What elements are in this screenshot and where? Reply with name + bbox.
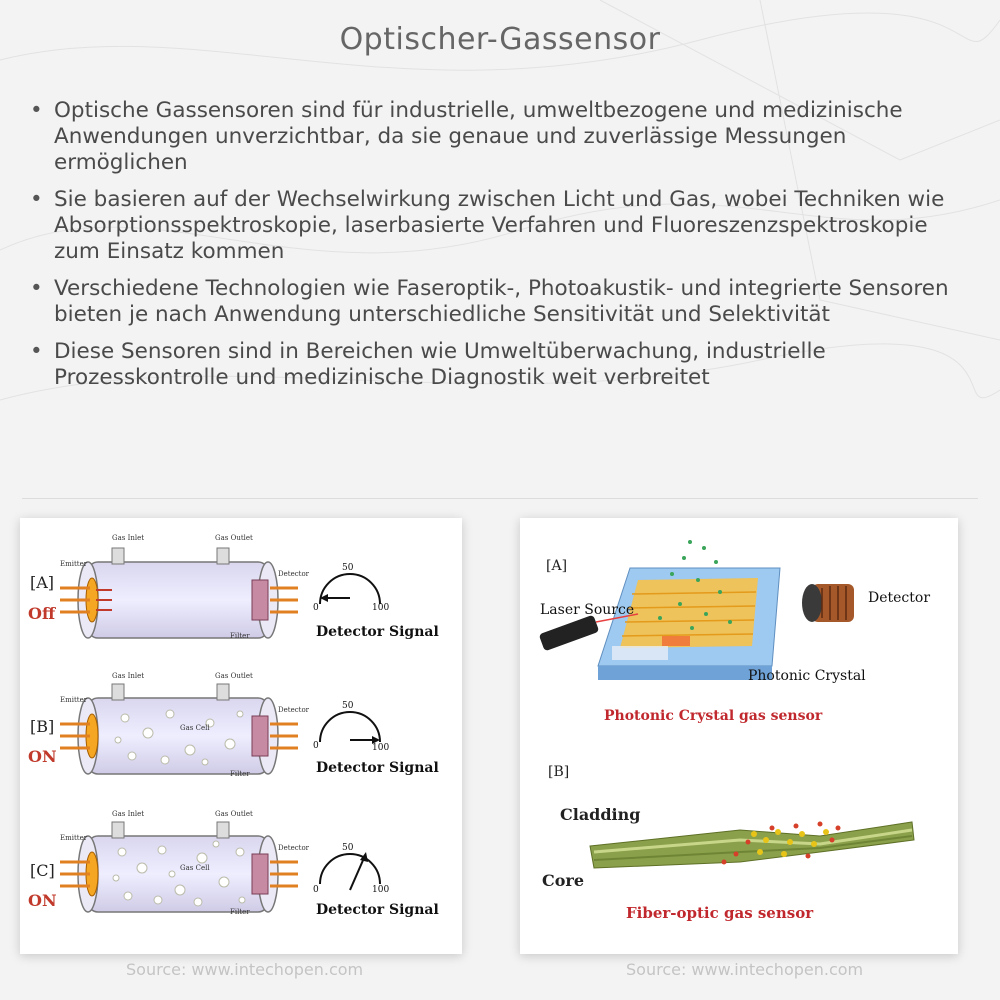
photonic-crystal-label: Photonic Crystal	[748, 668, 866, 684]
tag-b: [B]	[548, 764, 569, 780]
dial-mid: 50	[342, 563, 354, 573]
detector-label: Detector	[278, 844, 310, 852]
panel-tag: [A]	[30, 573, 54, 592]
dial-min: 0	[313, 885, 319, 895]
dial-min: 0	[313, 741, 319, 751]
detector-label: Detector	[868, 590, 930, 606]
page-title: Optischer-Gassensor	[339, 22, 661, 57]
detector-signal-label: Detector Signal	[316, 760, 439, 776]
detector-label: Detector	[278, 706, 310, 714]
bullet-list: • Optische Gassensoren sind für industrie…	[30, 98, 960, 402]
filter-icon	[251, 715, 269, 757]
panel-c: Gas Cell Gas Inlet Gas Outlet Emitter De…	[28, 810, 439, 918]
detector-signal-label: Detector Signal	[316, 624, 439, 640]
bullet-item: • Sie basieren auf der Wechselwirkung zwi…	[30, 187, 960, 265]
laser-icon	[539, 613, 639, 651]
dial-min: 0	[313, 603, 319, 613]
dial-max: 100	[372, 885, 389, 895]
gas-outlet-label: Gas Outlet	[215, 534, 253, 542]
gas-bubbles	[114, 709, 244, 766]
detector-icon	[802, 584, 854, 622]
dial-mid: 50	[342, 843, 354, 853]
bullet-dot: •	[30, 276, 43, 301]
panel-state: Off	[28, 604, 56, 623]
bullet-text: Sie basieren auf der Wechselwirkung zwis…	[54, 187, 945, 264]
bullet-text: Verschiedene Technologien wie Faseroptik…	[54, 276, 949, 327]
panel-state: ON	[28, 747, 57, 766]
dial-mid: 50	[342, 701, 354, 711]
panel-a: Gas Inlet Gas Outlet Emitter Detector Fi…	[28, 534, 439, 640]
bullet-text: Diese Sensoren sind in Bereichen wie Umw…	[54, 339, 826, 390]
gas-cell-diagram: Gas Inlet Gas Outlet Emitter Detector Fi…	[28, 534, 439, 918]
panel-state: ON	[28, 891, 57, 910]
tag-a: [A]	[546, 558, 567, 574]
gas-cell-label: Gas Cell	[180, 724, 210, 732]
core-label: Core	[542, 871, 584, 890]
panel-b: Gas Cell Gas Inlet Gas Outlet Emitter De…	[28, 672, 439, 778]
dial-max: 100	[372, 743, 389, 753]
bullet-item: • Diese Sensoren sind in Bereichen wie Um…	[30, 339, 960, 391]
bullet-text: Optische Gassensoren sind für industriel…	[54, 98, 903, 175]
bullet-item: • Optische Gassensoren sind für industrie…	[30, 98, 960, 176]
bullet-dot: •	[30, 187, 43, 212]
gas-inlet-label: Gas Inlet	[112, 672, 144, 680]
signal-dial: 50 0 100	[313, 563, 389, 613]
section-divider	[22, 498, 978, 499]
emitter-label: Emitter	[60, 560, 88, 568]
cladding-label: Cladding	[560, 805, 640, 824]
filter-label: Filter	[230, 908, 250, 916]
bullet-dot: •	[30, 339, 43, 364]
filter-icon	[251, 579, 269, 621]
signal-dial: 50 0 100	[313, 701, 389, 753]
dial-max: 100	[372, 603, 389, 613]
filter-label: Filter	[230, 632, 250, 640]
emitter-label: Emitter	[60, 834, 88, 842]
gas-bubbles	[112, 840, 246, 907]
panel-tag: [B]	[30, 717, 54, 736]
gas-cell-label: Gas Cell	[180, 864, 210, 872]
laser-source-label: Laser Source	[540, 602, 634, 618]
right-figure-card: [A] Laser Source Detector	[520, 518, 958, 954]
gas-outlet-label: Gas Outlet	[215, 672, 253, 680]
gas-outlet-label: Gas Outlet	[215, 810, 253, 818]
photonic-crystal-slab	[597, 567, 781, 680]
bullet-item: • Verschiedene Technologien wie Faseropti…	[30, 276, 960, 328]
left-figure-card: Gas Inlet Gas Outlet Emitter Detector Fi…	[20, 518, 462, 954]
bullet-dot: •	[30, 98, 43, 123]
light-rays	[60, 586, 298, 614]
filter-icon	[251, 853, 269, 895]
signal-dial: 50 0 100	[313, 843, 389, 895]
gas-molecules	[658, 540, 732, 630]
caption-b: Fiber-optic gas sensor	[626, 904, 814, 922]
emitter-label: Emitter	[60, 696, 88, 704]
gas-tube	[87, 697, 269, 775]
detector-signal-label: Detector Signal	[316, 902, 439, 918]
filter-label: Filter	[230, 770, 250, 778]
left-source: Source: www.intechopen.com	[126, 960, 364, 979]
photonic-fiber-diagram: [A] Laser Source Detector	[539, 540, 930, 922]
detector-label: Detector	[278, 570, 310, 578]
gas-tube	[87, 561, 269, 639]
gas-inlet-label: Gas Inlet	[112, 810, 144, 818]
fiber-icon	[589, 821, 915, 869]
panel-tag: [C]	[30, 861, 55, 880]
gas-inlet-label: Gas Inlet	[112, 534, 144, 542]
caption-a: Photonic Crystal gas sensor	[604, 708, 823, 724]
right-source: Source: www.intechopen.com	[626, 960, 864, 979]
